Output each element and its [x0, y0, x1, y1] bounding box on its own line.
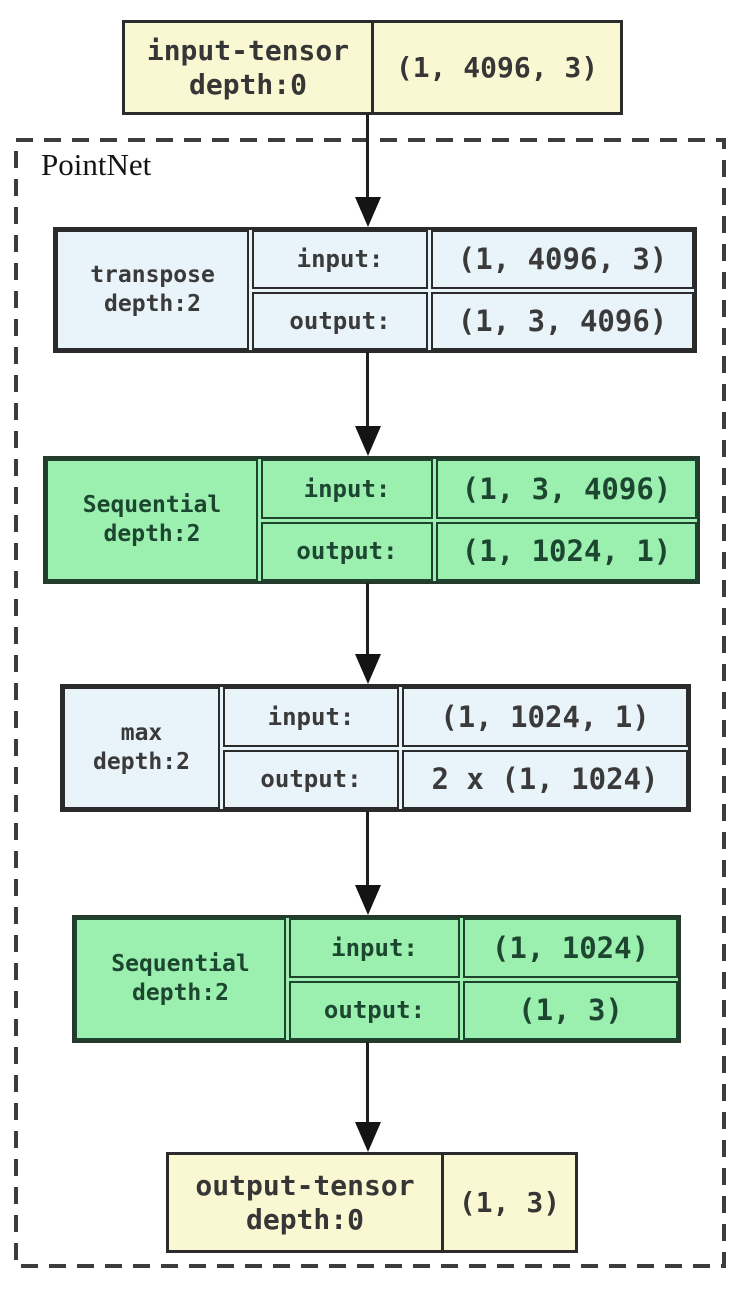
- sequential2-input-shape: (1, 1024): [463, 918, 678, 978]
- sequential2-input-label: input:: [289, 918, 460, 978]
- transpose-output-label: output:: [252, 291, 428, 350]
- input-tensor-name-cell: input-tensor depth:0: [125, 23, 371, 112]
- sequential2-output-shape: (1, 3): [463, 980, 678, 1040]
- sequential1-depth: depth:2: [103, 521, 201, 547]
- sequential2-name: Sequential: [111, 951, 250, 978]
- max-input-label: input:: [223, 687, 399, 747]
- input-tensor-name: input-tensor: [146, 33, 350, 67]
- output-tensor-shape: (1, 3): [441, 1155, 575, 1250]
- edge-sequential2-to-output: [366, 1042, 369, 1123]
- transpose-name: transpose: [90, 262, 215, 289]
- arrowhead-transpose-to-sequential1: [355, 426, 381, 456]
- arrowhead-sequential1-to-max: [355, 654, 381, 684]
- sequential1-output-shape: (1, 1024, 1): [436, 521, 697, 581]
- node-max: max depth:2 input: (1, 1024, 1) output: …: [60, 684, 691, 812]
- arrowhead-sequential2-to-output: [355, 1122, 381, 1152]
- transpose-depth: depth:2: [104, 291, 201, 317]
- max-name-cell: max depth:2: [63, 687, 220, 809]
- sequential2-output-label: output:: [289, 980, 460, 1040]
- arrowhead-max-to-sequential2: [355, 885, 381, 915]
- arrowhead-input-to-transpose: [355, 197, 381, 227]
- node-transpose: transpose depth:2 input: (1, 4096, 3) ou…: [53, 227, 697, 353]
- sequential1-input-shape: (1, 3, 4096): [436, 459, 697, 519]
- node-output-tensor: output-tensor depth:0 (1, 3): [166, 1152, 578, 1253]
- max-output-label: output:: [223, 749, 399, 809]
- max-input-shape: (1, 1024, 1): [402, 687, 688, 747]
- transpose-input-label: input:: [252, 230, 428, 289]
- edge-max-to-sequential2: [366, 811, 369, 886]
- transpose-input-shape: (1, 4096, 3): [431, 230, 694, 289]
- node-sequential-2: Sequential depth:2 input: (1, 1024) outp…: [72, 915, 681, 1043]
- max-output-shape: 2 x (1, 1024): [402, 749, 688, 809]
- edge-transpose-to-sequential1: [366, 352, 369, 427]
- node-input-tensor: input-tensor depth:0 (1, 4096, 3): [122, 20, 623, 115]
- edge-input-to-transpose: [366, 114, 369, 199]
- sequential1-input-label: input:: [261, 459, 433, 519]
- max-name: max: [120, 720, 163, 747]
- output-tensor-name-cell: output-tensor depth:0: [169, 1155, 441, 1250]
- sequential2-name-cell: Sequential depth:2: [75, 918, 286, 1040]
- sequential1-output-label: output:: [261, 521, 433, 581]
- input-tensor-shape: (1, 4096, 3): [371, 23, 620, 112]
- edge-sequential1-to-max: [366, 583, 369, 655]
- output-tensor-name: output-tensor: [195, 1168, 415, 1202]
- sequential1-name: Sequential: [82, 492, 222, 519]
- input-tensor-depth: depth:0: [188, 67, 307, 101]
- max-depth: depth:2: [93, 749, 190, 775]
- transpose-name-cell: transpose depth:2: [56, 230, 249, 350]
- transpose-output-shape: (1, 3, 4096): [431, 291, 694, 350]
- node-sequential-1: Sequential depth:2 input: (1, 3, 4096) o…: [43, 456, 700, 584]
- pointnet-boundary-label: PointNet: [41, 147, 152, 182]
- sequential1-name-cell: Sequential depth:2: [46, 459, 258, 581]
- output-tensor-depth: depth:0: [245, 1202, 364, 1236]
- sequential2-depth: depth:2: [132, 980, 229, 1006]
